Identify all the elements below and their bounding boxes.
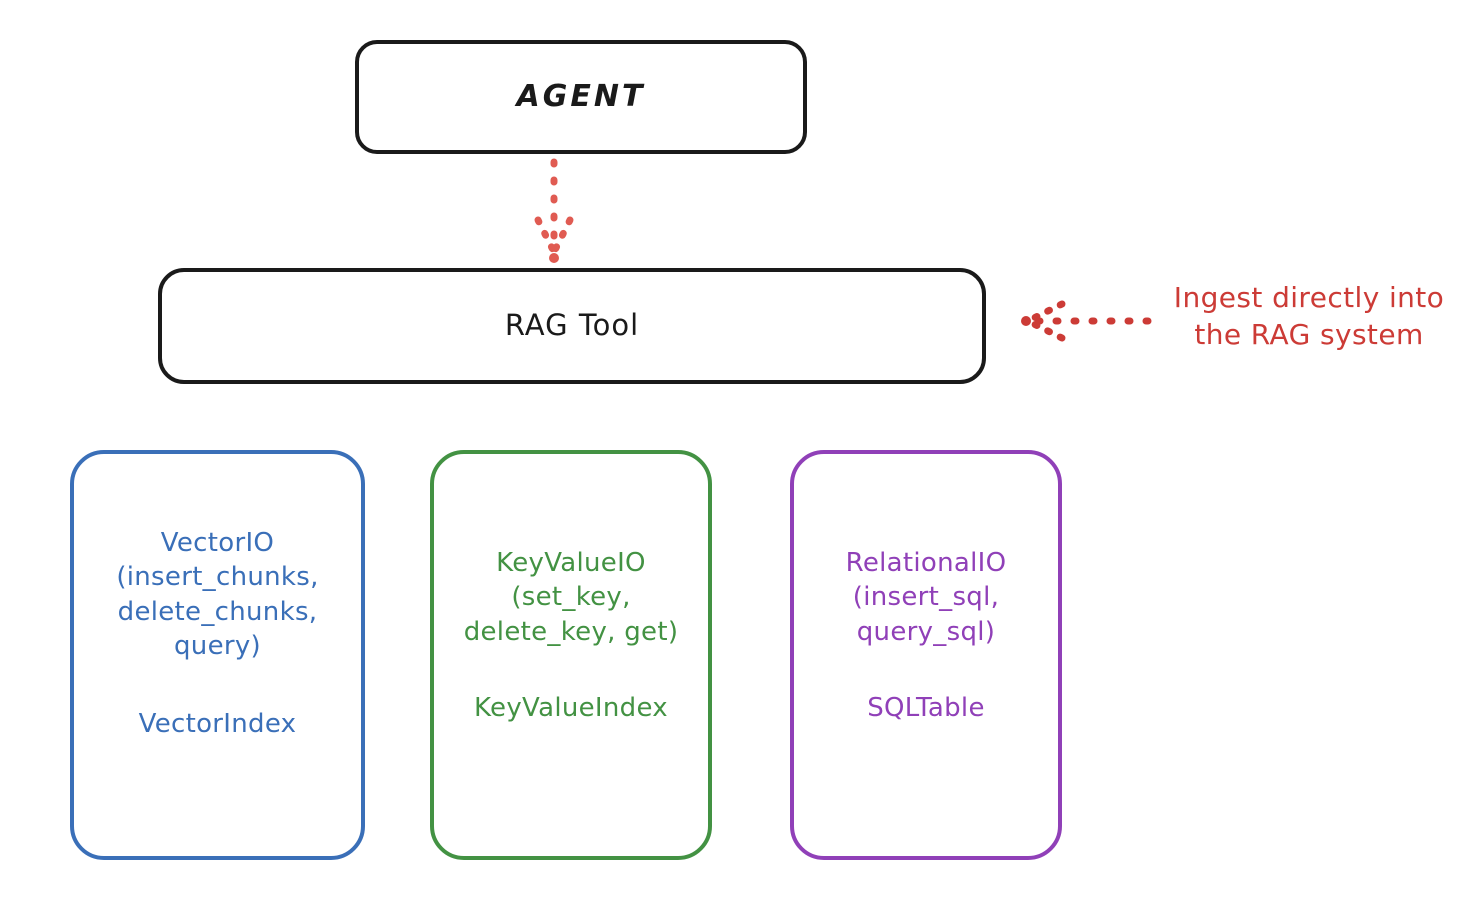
- connector-ingest-arrow-icon: [1021, 300, 1152, 342]
- node-key-value-io-content: KeyValueIO (set_key, delete_key, get) Ke…: [434, 454, 708, 723]
- node-key-value-io[interactable]: KeyValueIO (set_key, delete_key, get) Ke…: [430, 450, 712, 860]
- node-rag-tool-label: RAG Tool: [504, 308, 640, 343]
- annotation-ingest-directly: Ingest directly into the RAG system: [1173, 281, 1445, 351]
- node-vector-io-content: VectorIO (insert_chunks, delete_chunks, …: [74, 454, 361, 739]
- node-agent[interactable]: AGENT: [355, 40, 807, 154]
- node-agent-label: AGENT: [516, 78, 646, 114]
- node-relational-io-title: RelationalIO (insert_sql, query_sql): [845, 548, 1007, 647]
- node-key-value-io-index: KeyValueIndex: [473, 692, 668, 723]
- node-relational-io[interactable]: RelationalIO (insert_sql, query_sql) SQL…: [790, 450, 1062, 860]
- node-relational-io-index: SQLTable: [867, 692, 985, 723]
- node-vector-io-title: VectorIO (insert_chunks, delete_chunks, …: [116, 528, 319, 661]
- connector-agent-to-rag-tool-arrow-icon: [534, 158, 574, 263]
- node-vector-io[interactable]: VectorIO (insert_chunks, delete_chunks, …: [70, 450, 365, 860]
- node-key-value-io-title: KeyValueIO (set_key, delete_key, get): [463, 548, 679, 647]
- node-relational-io-content: RelationalIO (insert_sql, query_sql) SQL…: [794, 454, 1058, 723]
- node-vector-io-index: VectorIndex: [138, 709, 297, 740]
- node-rag-tool[interactable]: RAG Tool: [158, 268, 986, 384]
